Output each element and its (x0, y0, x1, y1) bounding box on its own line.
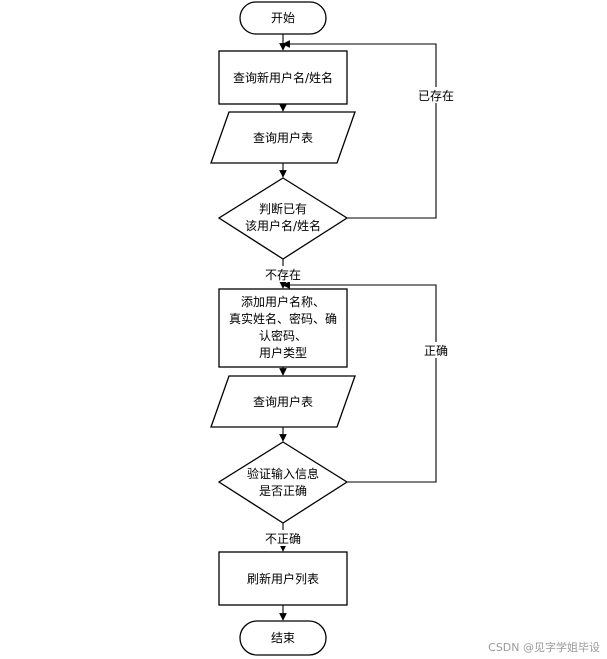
refresh-list-label: 刷新用户列表 (247, 571, 319, 586)
end-label: 结束 (271, 631, 295, 645)
query-user-table-node-2: 查询用户表 (210, 375, 356, 428)
add-user-line-3: 认密码、 (259, 328, 307, 343)
query-user-table-label-1: 查询用户表 (253, 130, 313, 145)
add-user-node: 添加用户名称、 真实姓名、密码、确 认密码、 用户类型 (218, 288, 348, 368)
refresh-list-node: 刷新用户列表 (218, 551, 348, 606)
end-node: 结束 (239, 620, 327, 656)
add-user-line-4: 用户类型 (259, 345, 307, 360)
judge-exists-node: 判断已有 该用户名/姓名 (217, 177, 349, 260)
start-label: 开始 (271, 11, 295, 25)
edge-label-not-exists: 不存在 (265, 268, 301, 282)
edge-label-correct: 正确 (424, 344, 448, 358)
query-new-user-label: 查询新用户名/姓名 (233, 70, 333, 85)
start-node: 开始 (239, 1, 327, 35)
watermark: CSDN @见字学姐毕设 (488, 640, 600, 654)
add-user-line-2: 真实姓名、密码、确 (229, 311, 337, 326)
query-user-table-node-1: 查询用户表 (210, 111, 356, 164)
verify-input-line-2: 是否正确 (259, 484, 307, 498)
loop-exists-line (282, 40, 437, 219)
judge-exists-line-2: 该用户名/姓名 (245, 218, 321, 233)
edge-label-exists: 已存在 (418, 89, 454, 103)
query-new-user-node: 查询新用户名/姓名 (218, 50, 348, 105)
verify-input-node: 验证输入信息 是否正确 (217, 441, 349, 524)
edge-label-incorrect: 不正确 (265, 532, 301, 546)
query-user-table-label-2: 查询用户表 (253, 394, 313, 409)
judge-exists-line-1: 判断已有 (259, 201, 307, 216)
add-user-line-1: 添加用户名称、 (241, 294, 325, 309)
loop-correct-line (282, 281, 437, 483)
verify-input-line-1: 验证输入信息 (247, 466, 319, 481)
